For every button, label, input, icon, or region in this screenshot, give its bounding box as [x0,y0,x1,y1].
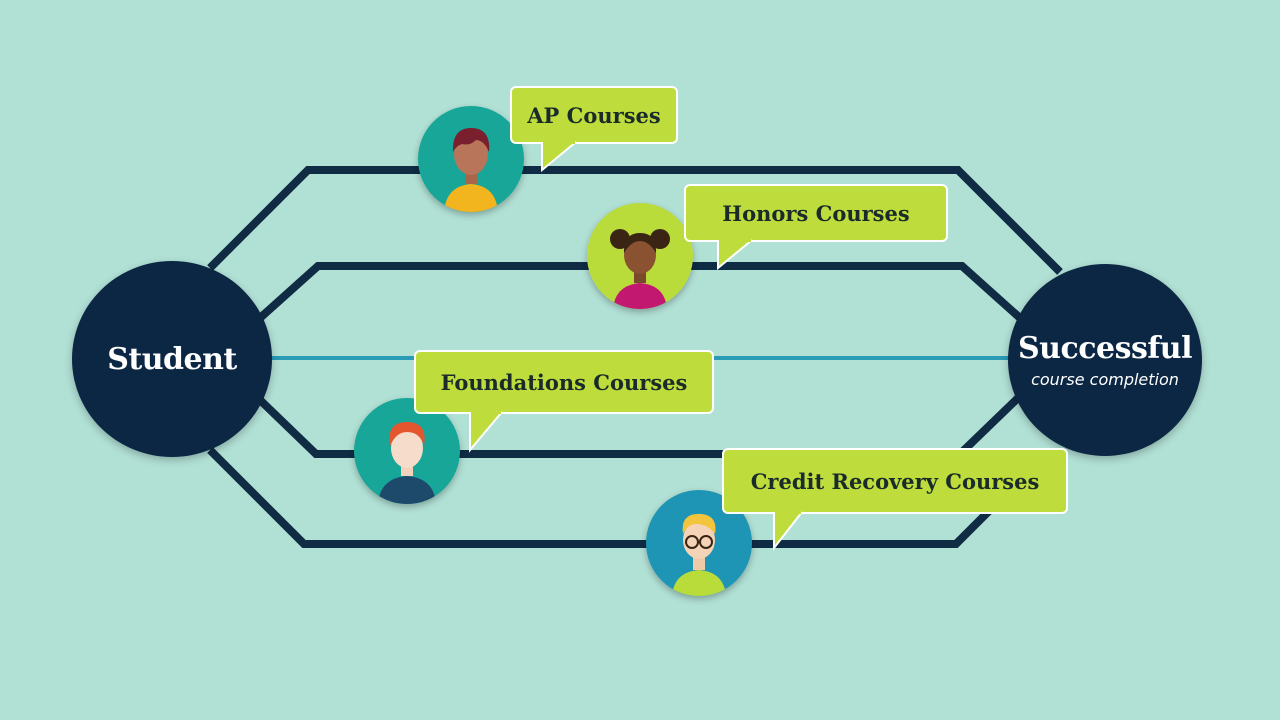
successful-sublabel: course completion [1031,370,1179,389]
successful-label: Successful [1018,331,1193,366]
path-line-ap [207,166,1063,275]
ap-courses-bubble: AP Courses [510,86,678,144]
honors-student-avatar-icon [587,203,693,309]
credit-recovery-student-avatar-icon [646,490,752,596]
foundations-courses-label: Foundations Courses [440,369,688,395]
successful-node: Successful course completion [1008,264,1202,456]
ap-courses-label: AP Courses [527,102,661,128]
student-node: Student [72,261,272,457]
foundations-bubble-tail [469,410,503,453]
honors-courses-bubble: Honors Courses [684,184,948,242]
student-label: Student [107,341,237,377]
foundations-student-avatar-icon [354,398,460,504]
ap-bubble-tail [541,140,577,173]
honors-bubble-tail [717,238,753,271]
path-line-foundations [257,395,1021,458]
credit-recovery-courses-bubble: Credit Recovery Courses [722,448,1068,514]
credit-recovery-bubble-tail [773,510,803,551]
ap-student-avatar-icon [418,106,524,212]
foundations-courses-bubble: Foundations Courses [414,350,714,414]
credit-recovery-courses-label: Credit Recovery Courses [750,468,1040,494]
honors-courses-label: Honors Courses [722,200,910,226]
